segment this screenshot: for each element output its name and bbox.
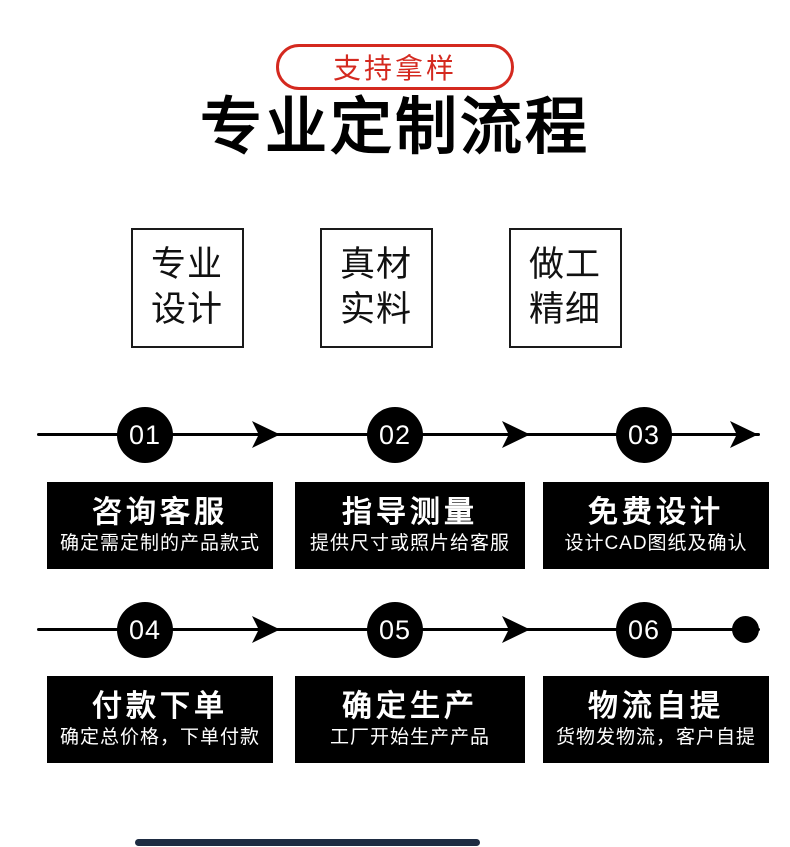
step-card-desc: 确定总价格，下单付款 [59, 727, 260, 748]
step-circle-06: 06 [616, 602, 672, 658]
feature-line: 专业 [150, 245, 223, 285]
step-card-06: 物流自提 货物发物流，客户自提 [543, 676, 769, 763]
step-card-title: 物流自提 [588, 690, 724, 723]
step-circle-01: 01 [117, 407, 173, 463]
feature-box-materials: 真材 实料 [319, 228, 433, 348]
step-card-02: 指导测量 提供尺寸或照片给客服 [295, 482, 525, 569]
step-card-desc: 提供尺寸或照片给客服 [309, 533, 510, 554]
step-circle-02: 02 [367, 407, 423, 463]
step-card-desc: 货物发物流，客户自提 [555, 727, 756, 748]
steps-row-2: 付款下单 确定总价格，下单付款 确定生产 工厂开始生产产品 物流自提 货物发物流… [0, 676, 790, 763]
step-circle-04: 04 [117, 602, 173, 658]
feature-line: 真材 [339, 245, 412, 285]
sample-badge: 支持拿样 [276, 44, 514, 90]
step-card-title: 指导测量 [342, 496, 478, 529]
feature-line: 精细 [528, 290, 601, 329]
step-card-03: 免费设计 设计CAD图纸及确认 [543, 482, 769, 569]
step-card-01: 咨询客服 确定需定制的产品款式 [47, 482, 273, 569]
sample-badge-label: 支持拿样 [332, 53, 457, 84]
step-card-05: 确定生产 工厂开始生产产品 [295, 676, 525, 763]
feature-line: 设计 [150, 290, 223, 329]
page-title: 专业定制流程 [199, 93, 590, 162]
step-card-desc: 工厂开始生产产品 [329, 727, 490, 748]
flow-row-2: 04 05 06 [0, 602, 790, 658]
step-card-title: 确定生产 [342, 690, 478, 723]
end-dot [732, 616, 759, 643]
bottom-accent-bar [135, 839, 480, 846]
steps-row-1: 咨询客服 确定需定制的产品款式 指导测量 提供尺寸或照片给客服 免费设计 设计C… [0, 482, 790, 569]
flow-row-1: 01 02 03 [0, 407, 790, 463]
step-card-desc: 设计CAD图纸及确认 [564, 533, 748, 554]
feature-box-design: 专业 设计 [130, 228, 244, 348]
step-card-04: 付款下单 确定总价格，下单付款 [47, 676, 273, 763]
step-card-title: 免费设计 [588, 496, 724, 529]
feature-box-workmanship: 做工 精细 [508, 228, 622, 348]
step-circle-05: 05 [367, 602, 423, 658]
step-card-title: 付款下单 [92, 690, 228, 723]
feature-line: 实料 [339, 290, 412, 329]
step-card-desc: 确定需定制的产品款式 [59, 533, 260, 554]
feature-line: 做工 [528, 245, 601, 285]
step-card-title: 咨询客服 [92, 496, 228, 529]
feature-row: 专业 设计 真材 实料 做工 精细 [0, 228, 790, 348]
step-circle-03: 03 [616, 407, 672, 463]
